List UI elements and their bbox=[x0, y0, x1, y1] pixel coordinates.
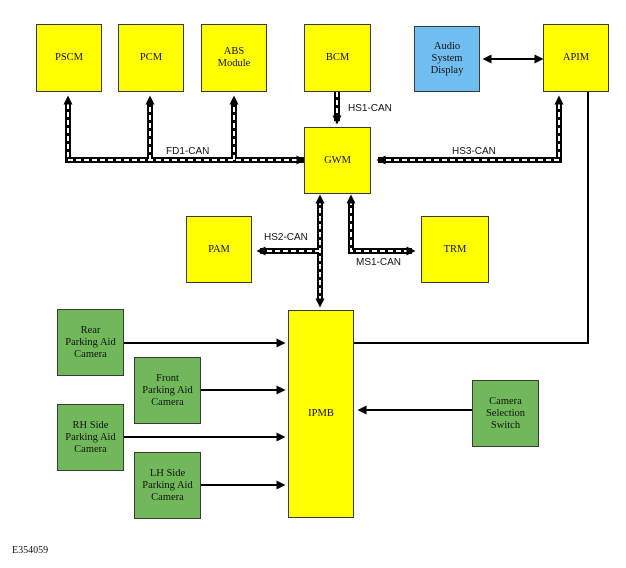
hs3-can-label: HS3-CAN bbox=[452, 146, 496, 157]
fd1-can-bus bbox=[63, 95, 306, 165]
rear-parking-aid-camera: Rear Parking Aid Camera bbox=[57, 309, 124, 376]
hs3-can-bus bbox=[376, 95, 564, 165]
abs-module: ABS Module bbox=[201, 24, 267, 92]
lh-side-parking-aid-camera: LH Side Parking Aid Camera bbox=[134, 452, 201, 519]
camera-links bbox=[124, 342, 472, 486]
ms1-can-label: MS1-CAN bbox=[356, 257, 402, 268]
ipmb-apim-link bbox=[354, 76, 593, 344]
pcm-module: PCM bbox=[118, 24, 184, 92]
figure-reference: E354059 bbox=[12, 545, 49, 556]
pscm-module: PSCM bbox=[36, 24, 102, 92]
gwm-module: GWM bbox=[304, 127, 371, 194]
apim-module: APIM bbox=[543, 24, 609, 92]
hs1-can-label: HS1-CAN bbox=[348, 103, 392, 114]
ipmb-module: IPMB bbox=[288, 310, 354, 518]
bcm-module: BCM bbox=[304, 24, 371, 92]
camera-arrowheads bbox=[276, 338, 367, 490]
ms1-can-bus bbox=[346, 194, 416, 256]
hs2-can-label: HS2-CAN bbox=[264, 232, 308, 243]
hs2-can-bus bbox=[256, 194, 325, 308]
trm-module: TRM bbox=[421, 216, 489, 283]
rh-side-parking-aid-camera: RH Side Parking Aid Camera bbox=[57, 404, 124, 471]
pam-module: PAM bbox=[186, 216, 252, 283]
audio-system-display: Audio System Display bbox=[414, 26, 480, 92]
front-parking-aid-camera: Front Parking Aid Camera bbox=[134, 357, 201, 424]
camera-selection-switch: Camera Selection Switch bbox=[472, 380, 539, 447]
fd1-can-label: FD1-CAN bbox=[166, 146, 210, 157]
